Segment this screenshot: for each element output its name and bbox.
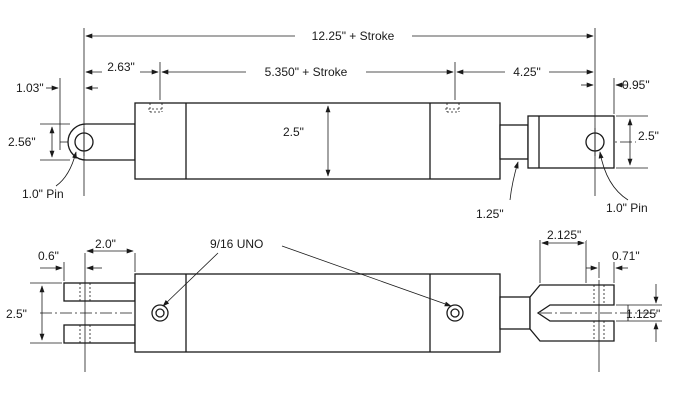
bore-label: 2.5" [283,125,304,139]
rear-section-label: 2.63" [107,60,135,74]
front-port-hidden [445,103,461,113]
rod-clevis-gap-label: 1.125" [626,307,660,321]
rod-clevis-width-label: 0.71" [612,249,640,263]
top-view: 12.25" + Stroke 2.63" 5.350" + Stroke 4.… [6,28,670,221]
rod-end-height-label: 2.5" [638,129,659,143]
barrel [134,102,501,180]
front-port [446,304,464,322]
front-offset-label: 0.95" [622,78,650,92]
rear-eye-height-label: 2.56" [8,135,36,149]
rod-end [527,115,615,169]
rear-offset-label: 1.03" [16,81,44,95]
barrel-side [134,273,501,353]
barrel-length-label: 5.350" + Stroke [265,65,348,79]
rod-clevis-depth-label: 2.125" [547,228,581,242]
front-section-label: 4.25" [513,65,541,79]
rear-port-hidden [148,103,164,113]
front-pin-label: 1.0" Pin [606,201,648,215]
rod-side [499,296,531,330]
rod-clevis [529,284,615,342]
clevis-width-label: 0.6" [38,249,59,263]
rear-clevis-lower [63,324,136,344]
clevis-height-label: 2.5" [6,307,27,321]
bottom-view: 9/16 UNO 0.6" 2.0" 2.5" 2.125" 0.71" 1.1… [4,228,662,372]
port-label: 9/16 UNO [210,237,263,251]
rear-eye [67,123,136,161]
rear-port [151,304,169,322]
rear-clevis-upper [63,282,136,302]
rod [499,124,529,160]
rod-diameter-label: 1.25" [476,207,504,221]
rear-pin-label: 1.0" Pin [22,187,64,201]
overall-length-label: 12.25" + Stroke [312,29,395,43]
clevis-depth-label: 2.0" [95,237,116,251]
